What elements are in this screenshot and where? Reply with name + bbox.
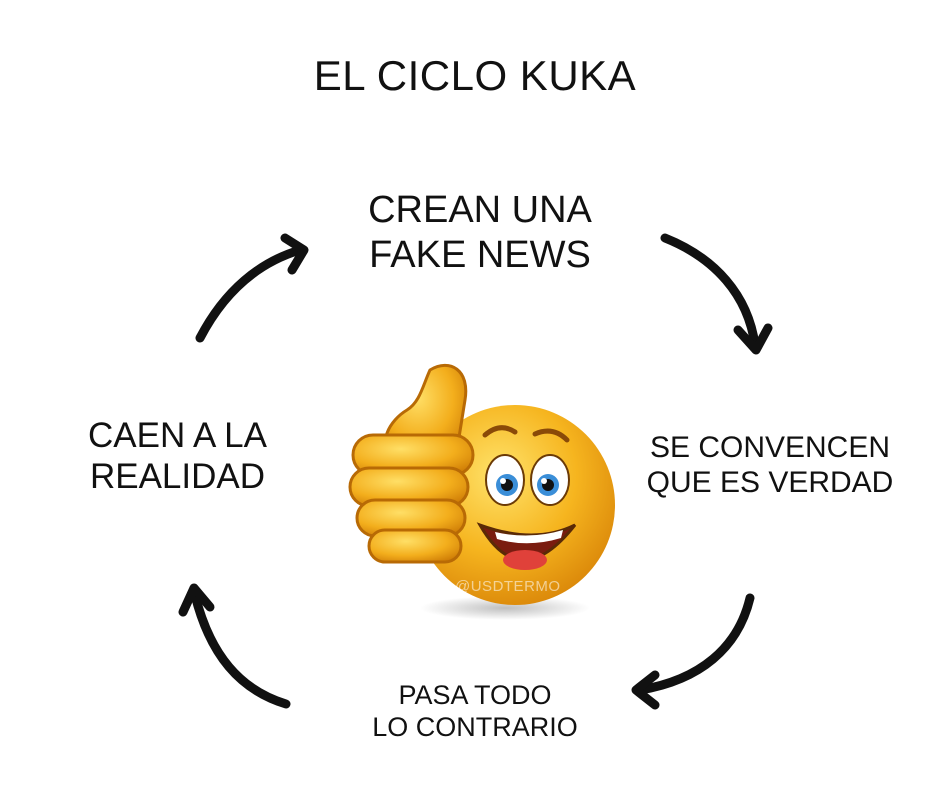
step-caen-realidad: CAEN A LA REALIDAD bbox=[35, 415, 320, 498]
arrow-head-right-to-bottom bbox=[631, 670, 660, 710]
arrow-head-left-to-top bbox=[280, 233, 309, 275]
diagram-title: EL CICLO KUKA bbox=[313, 52, 637, 99]
arrow-left-to-top bbox=[195, 245, 305, 343]
step-line: FAKE NEWS bbox=[369, 233, 591, 276]
step-line: QUE ES VERDAD bbox=[646, 466, 894, 500]
step-pasa-todo: PASA TODO LO CONTRARIO bbox=[320, 680, 630, 744]
step-line: REALIDAD bbox=[89, 457, 266, 497]
step-line: PASA TODO bbox=[398, 680, 552, 710]
thumbs-up-hand bbox=[348, 363, 475, 564]
step-line: CAEN A LA bbox=[88, 416, 267, 455]
watermark: @USDTERMO bbox=[455, 578, 561, 595]
step-line: LO CONTRARIO bbox=[372, 711, 578, 742]
arrow-bottom-to-left bbox=[190, 590, 291, 709]
step-line: SE CONVENCEN bbox=[649, 431, 891, 464]
step-crean-fake-news: CREAN UNA FAKE NEWS bbox=[315, 188, 645, 278]
step-se-convencen: SE CONVENCEN QUE ES VERDAD bbox=[620, 430, 920, 501]
step-line: CREAN UNA bbox=[368, 189, 592, 231]
arrow-head-bottom-to-left bbox=[178, 583, 215, 617]
arrow-head-top-to-right bbox=[733, 323, 773, 355]
thumbs-up-smiley-icon bbox=[348, 363, 615, 620]
emoji-shadow bbox=[420, 596, 590, 620]
arrow-top-to-right bbox=[660, 233, 760, 350]
arrow-right-to-bottom bbox=[635, 593, 755, 695]
